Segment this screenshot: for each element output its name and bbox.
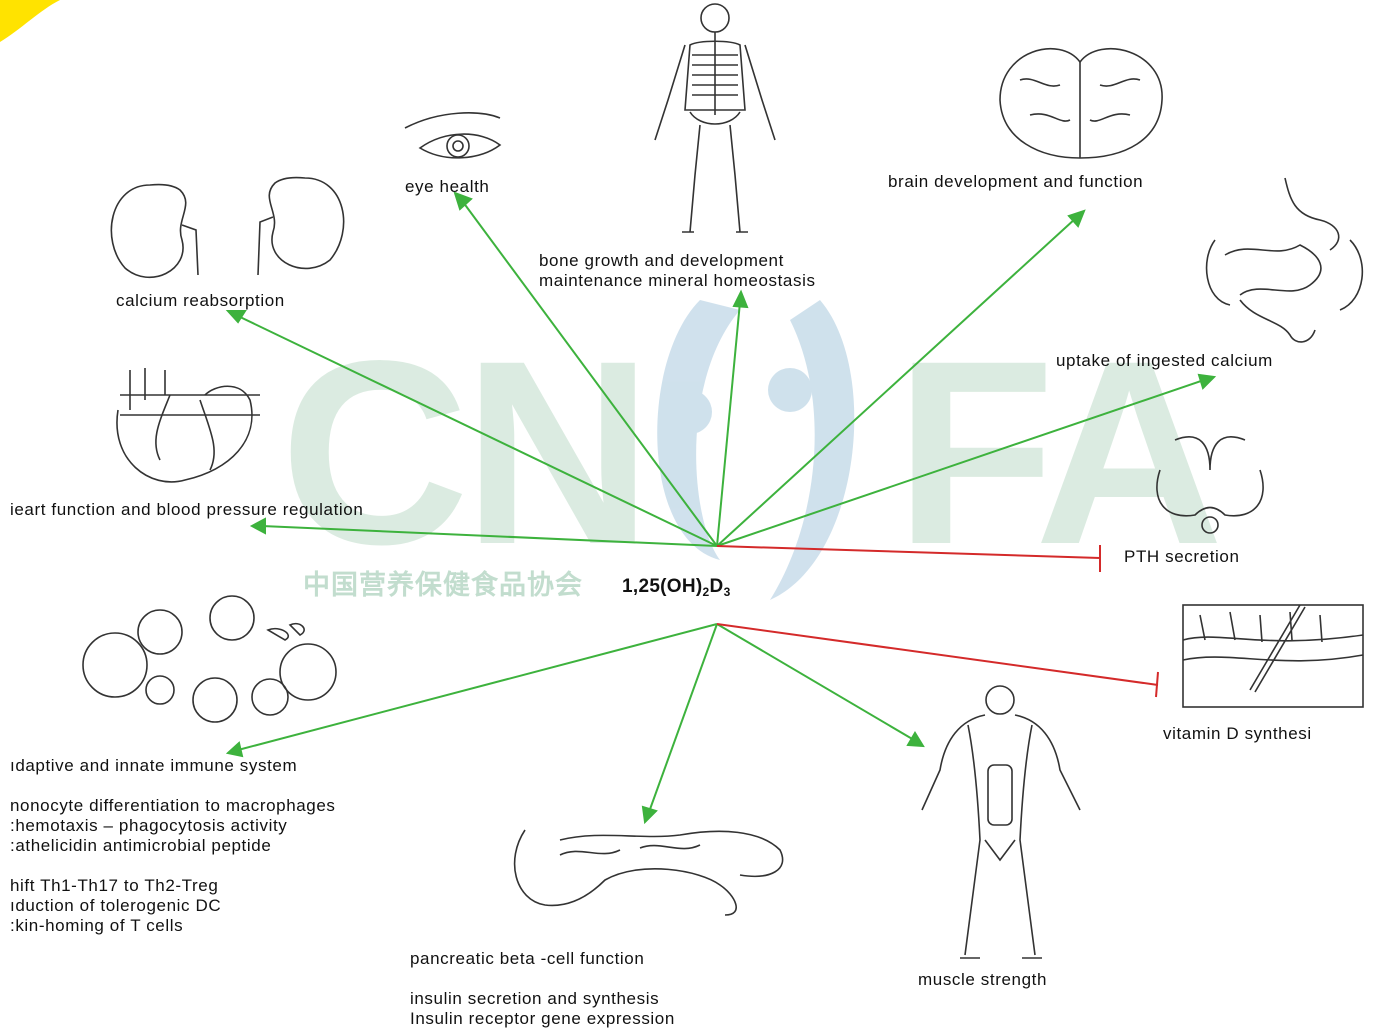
intestine-icon <box>1207 178 1363 342</box>
muscle-body-icon <box>922 686 1080 958</box>
label-eye-health: eye health <box>405 177 489 197</box>
watermark-logo-figure <box>657 300 854 600</box>
label-mineral-homeostasis: maintenance mineral homeostasis <box>539 271 816 291</box>
brain-icon <box>1000 49 1162 158</box>
thyroid-icon <box>1157 437 1263 533</box>
immune-detail-line: :hemotaxis – phagocytosis activity <box>10 816 336 836</box>
kidney-icon <box>111 178 343 278</box>
label-calcium-reabsorption: calcium reabsorption <box>116 291 285 311</box>
center-label-sub1: 2 <box>703 585 710 599</box>
label-muscle-strength: muscle strength <box>918 970 1047 990</box>
center-compound-label: 1,25(OH)2D3 <box>622 576 731 599</box>
pancreas-details-list: insulin secretion and synthesis Insulin … <box>410 989 675 1029</box>
immune-detail-line: ıduction of tolerogenic DC <box>10 896 336 916</box>
center-label-mid: D <box>710 576 724 597</box>
corner-logo-fragment <box>0 0 60 42</box>
label-uptake-calcium: uptake of ingested calcium <box>1056 351 1273 371</box>
label-bone-growth: bone growth and development <box>539 251 784 271</box>
label-pancreatic-function: pancreatic beta -cell function <box>410 949 644 969</box>
immune-detail-line: :athelicidin antimicrobial peptide <box>10 836 336 856</box>
center-label-sub2: 3 <box>724 585 731 599</box>
immune-detail-line: :kin-homing of T cells <box>10 916 336 936</box>
immune-details-list: nonocyte differentiation to macrophages … <box>10 796 336 936</box>
label-heart-function: ieart function and blood pressure regula… <box>10 500 363 520</box>
skin-icon <box>1183 605 1363 707</box>
immune-cells-icon <box>83 596 336 722</box>
watermark-subtitle: 中国营养保健食品协会 <box>303 563 583 602</box>
eye-icon <box>405 113 500 158</box>
pancreas-detail-line: insulin secretion and synthesis <box>410 989 675 1009</box>
label-brain: brain development and function <box>888 172 1143 192</box>
pancreas-detail-line: Insulin receptor gene expression <box>410 1009 675 1029</box>
center-label-main: 1,25(OH) <box>622 576 703 597</box>
pancreas-icon <box>515 830 783 915</box>
label-vitamin-d-synthesis: vitamin D synthesi <box>1163 724 1312 744</box>
skeleton-icon <box>655 4 775 232</box>
immune-detail-line: nonocyte differentiation to macrophages <box>10 796 336 816</box>
label-pth-secretion: PTH secretion <box>1124 547 1240 567</box>
immune-detail-spacer <box>10 856 336 876</box>
label-immune-system: ıdaptive and innate immune system <box>10 756 297 776</box>
inhibition-lines <box>717 545 1158 697</box>
heart-icon <box>117 368 260 482</box>
immune-detail-line: hift Th1-Th17 to Th2-Treg <box>10 876 336 896</box>
